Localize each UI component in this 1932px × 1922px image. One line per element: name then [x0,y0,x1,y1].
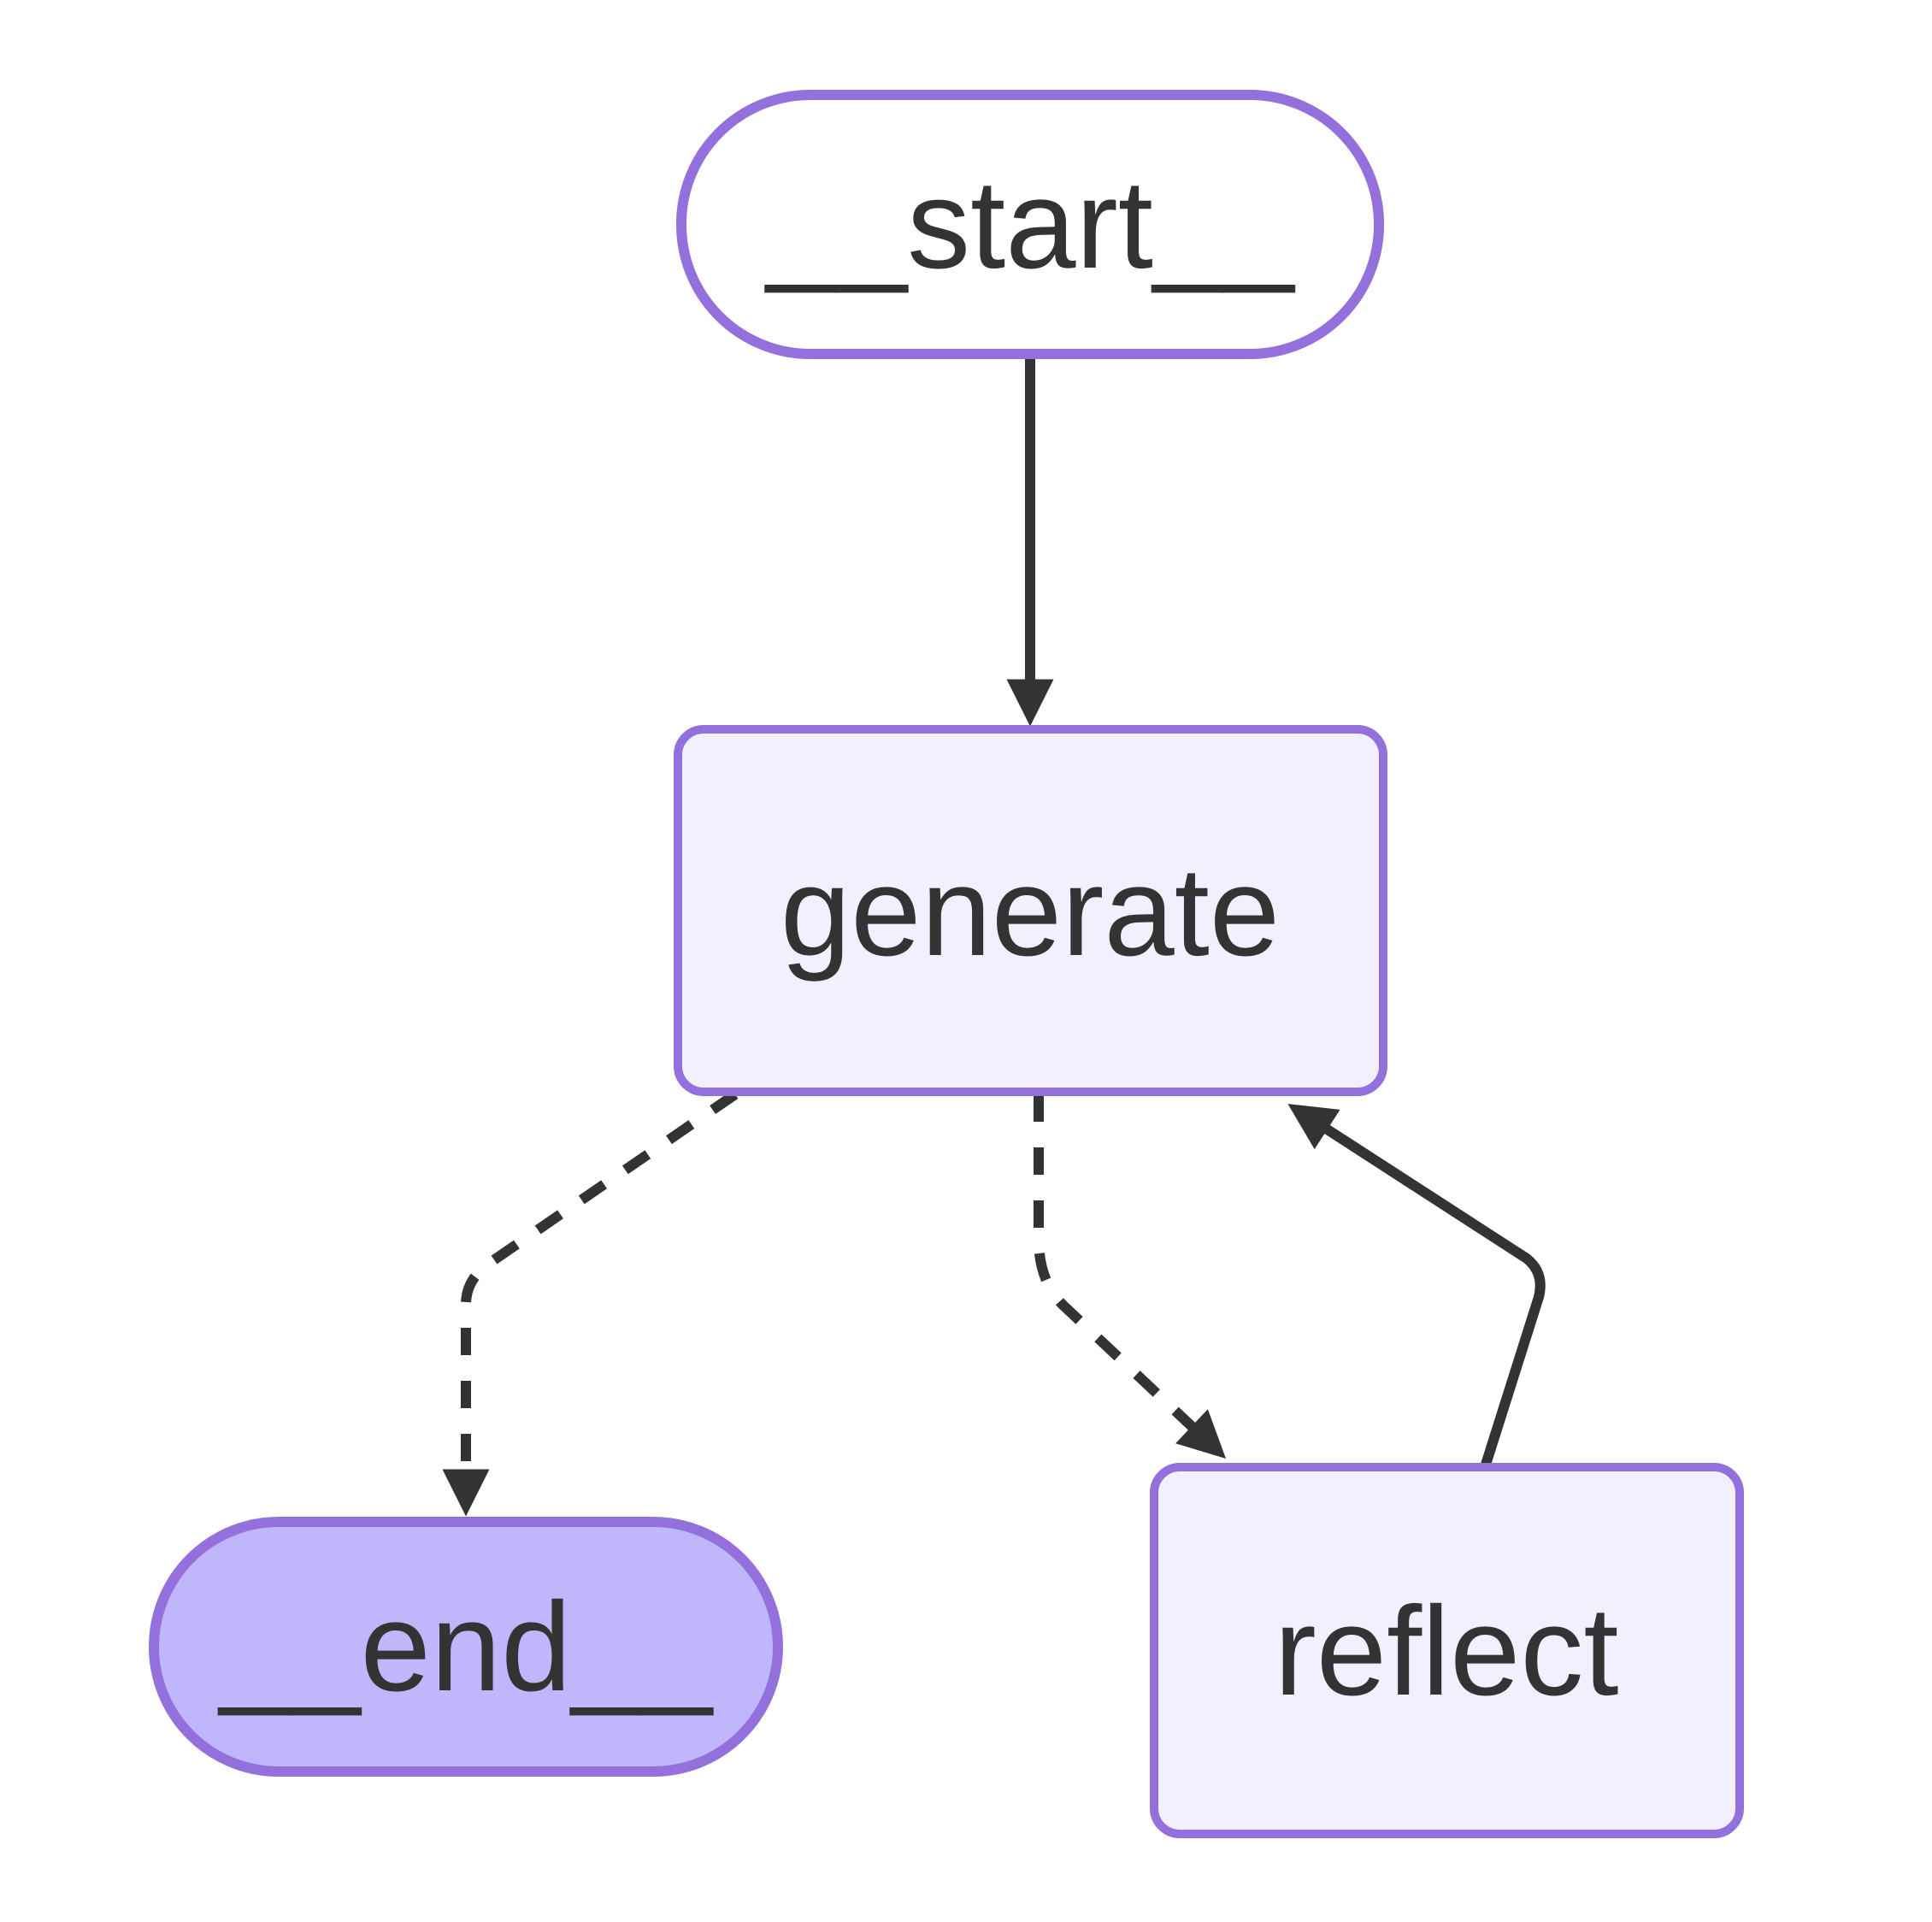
node-generate: generate [674,725,1387,1096]
node-end-shape [149,1517,783,1777]
node-end: __end__ [149,1517,783,1777]
edge-generate-to-end [442,1090,739,1517]
node-start-shape [676,90,1384,359]
node-reflect: reflect [1150,1463,1744,1838]
node-reflect-label: reflect [1274,1581,1618,1722]
edge-generate-to-reflect-path [1034,1094,1227,1459]
edge-reflect-to-generate-path [1287,1104,1546,1469]
node-end-label: __end__ [217,1577,714,1718]
edge-generate-to-reflect [1034,1094,1227,1459]
node-generate-label: generate [780,841,1280,982]
node-start: __start__ [676,90,1384,359]
node-generate-shape [674,725,1387,1096]
edge-generate-to-end-path [442,1090,739,1517]
node-start-label: __start__ [763,154,1295,295]
node-reflect-shape [1150,1463,1744,1838]
edge-reflect-to-generate [1287,1104,1546,1469]
